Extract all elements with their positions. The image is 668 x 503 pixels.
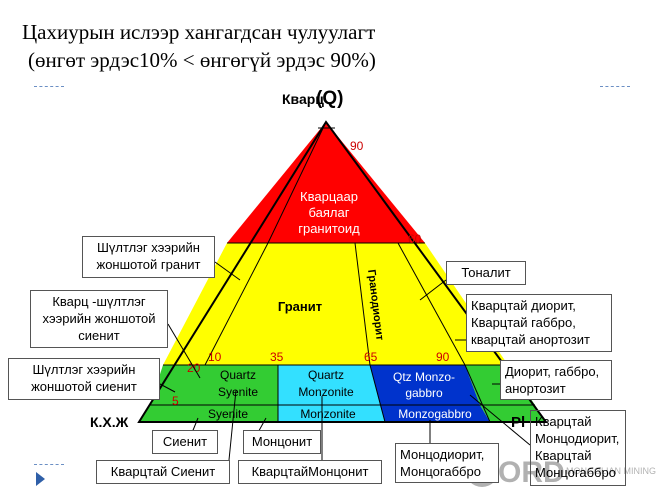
label-qtz-monzogabbro-1: Qtz Monzo- bbox=[393, 370, 455, 384]
field-boundaries bbox=[150, 121, 535, 423]
decor-dash-bottom bbox=[34, 464, 64, 465]
callout-monzodiorite-line1: Монцодиорит, bbox=[400, 447, 485, 462]
tick-65: 65 bbox=[364, 350, 378, 364]
field-monzonite bbox=[278, 405, 385, 422]
tick-90: 90 bbox=[350, 139, 364, 153]
label-quartz-rich-2: баялаг bbox=[309, 205, 350, 220]
callout-quartz-syenite: Кварцтай Сиенит bbox=[96, 460, 230, 484]
callout-quartz-alkali-syenite: Кварц -шүлтлэг хээрийн жоншотой сиенит bbox=[30, 290, 168, 348]
callout-qmd-line4: Монцогаббро bbox=[535, 465, 616, 480]
label-qtz-monzogabbro-2: gabbro bbox=[405, 386, 443, 400]
tick-90-bottom: 90 bbox=[436, 350, 450, 364]
field-quartz-syenite bbox=[150, 365, 278, 405]
callout-diorite-line1: Диорит, габбро, bbox=[505, 364, 600, 379]
callout-qmd-line1: Кварцтай bbox=[535, 414, 592, 429]
callout-alkali-granite-line1: Шүлтлэг хээрийн bbox=[97, 240, 200, 255]
tick-35: 35 bbox=[270, 350, 284, 364]
callout-alkali-granite: Шүлтлэг хээрийн жоншотой гранит bbox=[82, 236, 215, 278]
label-syenite: Syenite bbox=[208, 407, 248, 421]
callout-quartz-diorite: Кварцтай диорит, Кварцтай габбро, кварцт… bbox=[466, 294, 612, 352]
decor-dash-right bbox=[600, 86, 630, 87]
label-quartz-monzonite-1: Quartz bbox=[308, 368, 344, 382]
callout-qmd-line3: Кварцтай bbox=[535, 448, 592, 463]
callout-diorite: Диорит, габбро, анортозит bbox=[500, 360, 612, 400]
callout-monzodiorite: Монцодиорит, Монцогаббро bbox=[395, 443, 499, 483]
tick-5: 5 bbox=[172, 394, 179, 408]
label-quartz-rich-1: Кварцаар bbox=[300, 189, 358, 204]
field-syenite bbox=[139, 405, 278, 422]
callout-alkali-granite-line2: жоншотой гранит bbox=[96, 257, 201, 272]
apex-label: Кварц bbox=[282, 91, 324, 107]
watermark-text: ORD bbox=[498, 456, 565, 489]
callout-quartz-monzodiorite: Кварцтай Монцодиорит, Кварцтай Монцогабб… bbox=[530, 410, 626, 486]
callout-syenite: Сиенит bbox=[152, 430, 218, 454]
label-granite: Гранит bbox=[278, 299, 322, 314]
callout-quartz-diorite-line1: Кварцтай диорит, bbox=[471, 298, 576, 313]
callout-tonalite: Тоналит bbox=[446, 261, 526, 285]
play-arrow-icon bbox=[36, 472, 45, 486]
callout-quartz-diorite-line2: Кварцтай габбро, bbox=[471, 315, 576, 330]
tick-10: 10 bbox=[208, 350, 222, 364]
callout-qas-line2: хээрийн жоншотой bbox=[42, 311, 156, 326]
callout-quartz-monzonite: КварцтайМонцонит bbox=[238, 460, 382, 484]
field-diorite bbox=[480, 405, 546, 422]
watermark-subtext: MONGOLIAN MINING bbox=[566, 466, 656, 476]
callout-qas-line3: сиенит bbox=[78, 328, 120, 343]
label-monzogabbro: Monzogabbro bbox=[398, 407, 472, 421]
callout-monzodiorite-line2: Монцогаббро bbox=[400, 464, 481, 479]
field-quartz-monzonite bbox=[278, 365, 380, 405]
label-quartz-rich-3: гранитоид bbox=[298, 221, 360, 236]
callout-quartz-diorite-line3: кварцтай анортозит bbox=[471, 332, 590, 347]
tick-60: 60 bbox=[408, 232, 422, 246]
decor-dash-left bbox=[34, 86, 64, 87]
apex-symbol: (Q) bbox=[316, 88, 343, 109]
field-granite-band bbox=[163, 243, 508, 365]
callout-alkali-syenite-line2: жоншотой сиенит bbox=[31, 379, 137, 394]
label-monzonite: Monzonite bbox=[300, 407, 356, 421]
field-monzogabbro bbox=[380, 405, 490, 422]
field-quartz-rich bbox=[227, 122, 425, 243]
callout-leaders bbox=[159, 261, 531, 461]
label-quartz-syenite-2: Syenite bbox=[218, 385, 258, 399]
callout-alkali-syenite-line1: Шүлтлэг хээрийн bbox=[32, 362, 136, 377]
title-line-2: (өнгөт эрдэс10% < өнгөгүй эрдэс 90%) bbox=[28, 48, 376, 72]
label-quartz-monzonite-2: Monzonite bbox=[298, 385, 354, 399]
triangle-outline bbox=[137, 120, 548, 423]
title-line-1: Цахиурын ислээр хангагдсан чулуулагт bbox=[22, 20, 376, 44]
left-corner-label: К.Х.Ж bbox=[90, 414, 129, 430]
label-quartz-syenite-1: Quartz bbox=[220, 368, 256, 382]
callout-qas-line1: Кварц -шүлтлэг bbox=[52, 294, 146, 309]
callout-diorite-line2: анортозит bbox=[505, 381, 566, 396]
right-corner-label: Pl bbox=[511, 414, 525, 431]
field-qtz-monzogabbro bbox=[370, 365, 480, 405]
callout-monzonite: Монцонит bbox=[243, 430, 321, 454]
callout-qmd-line2: Монцодиорит, bbox=[535, 431, 620, 446]
callout-alkali-syenite: Шүлтлэг хээрийн жоншотой сиенит bbox=[8, 358, 160, 400]
